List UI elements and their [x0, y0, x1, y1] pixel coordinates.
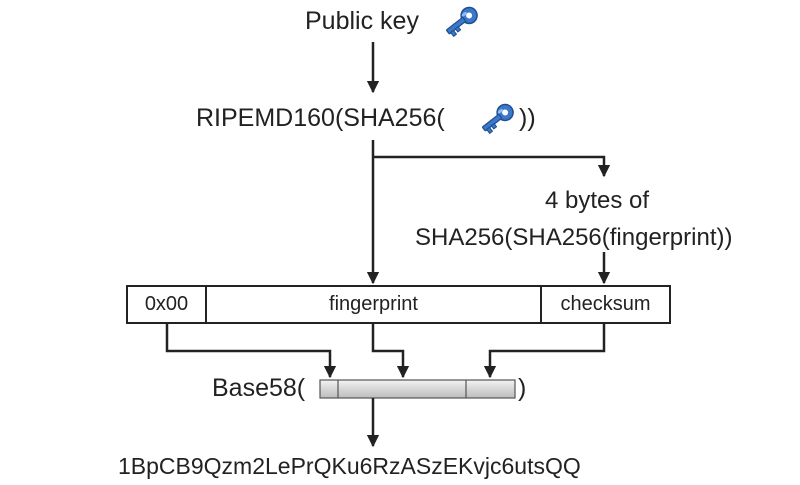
- hash-function-suffix: )): [519, 104, 536, 132]
- base58-payload-bar: [319, 379, 516, 399]
- public-key-label: Public key: [305, 7, 419, 35]
- field-version: 0x00: [144, 293, 189, 315]
- payload-box: [126, 285, 671, 324]
- arrow-checksum-to-base58: [483, 323, 606, 379]
- key-icon: [476, 99, 520, 137]
- arrow-version-to-base58: [165, 323, 337, 379]
- checksum-description-line1: 4 bytes of: [545, 187, 650, 214]
- arrow-hash-to-checksum-text: [373, 155, 611, 178]
- base58-suffix: ): [518, 374, 527, 402]
- checksum-description-line2: SHA256(SHA256(fingerprint)): [415, 224, 733, 251]
- hash-function-prefix: RIPEMD160(SHA256(: [196, 104, 445, 132]
- field-fingerprint: fingerprint: [329, 293, 418, 315]
- payload-fields: 0x00 fingerprint checksum: [127, 286, 670, 323]
- base58-prefix: Base58(: [212, 374, 306, 402]
- arrow-fingerprint-to-base58: [371, 323, 410, 379]
- field-checksum: checksum: [560, 293, 651, 315]
- bitcoin-address: 1BpCB9Qzm2LePrQKu6RzASzEKvjc6utsQQ: [118, 453, 581, 479]
- key-icon: [440, 2, 484, 40]
